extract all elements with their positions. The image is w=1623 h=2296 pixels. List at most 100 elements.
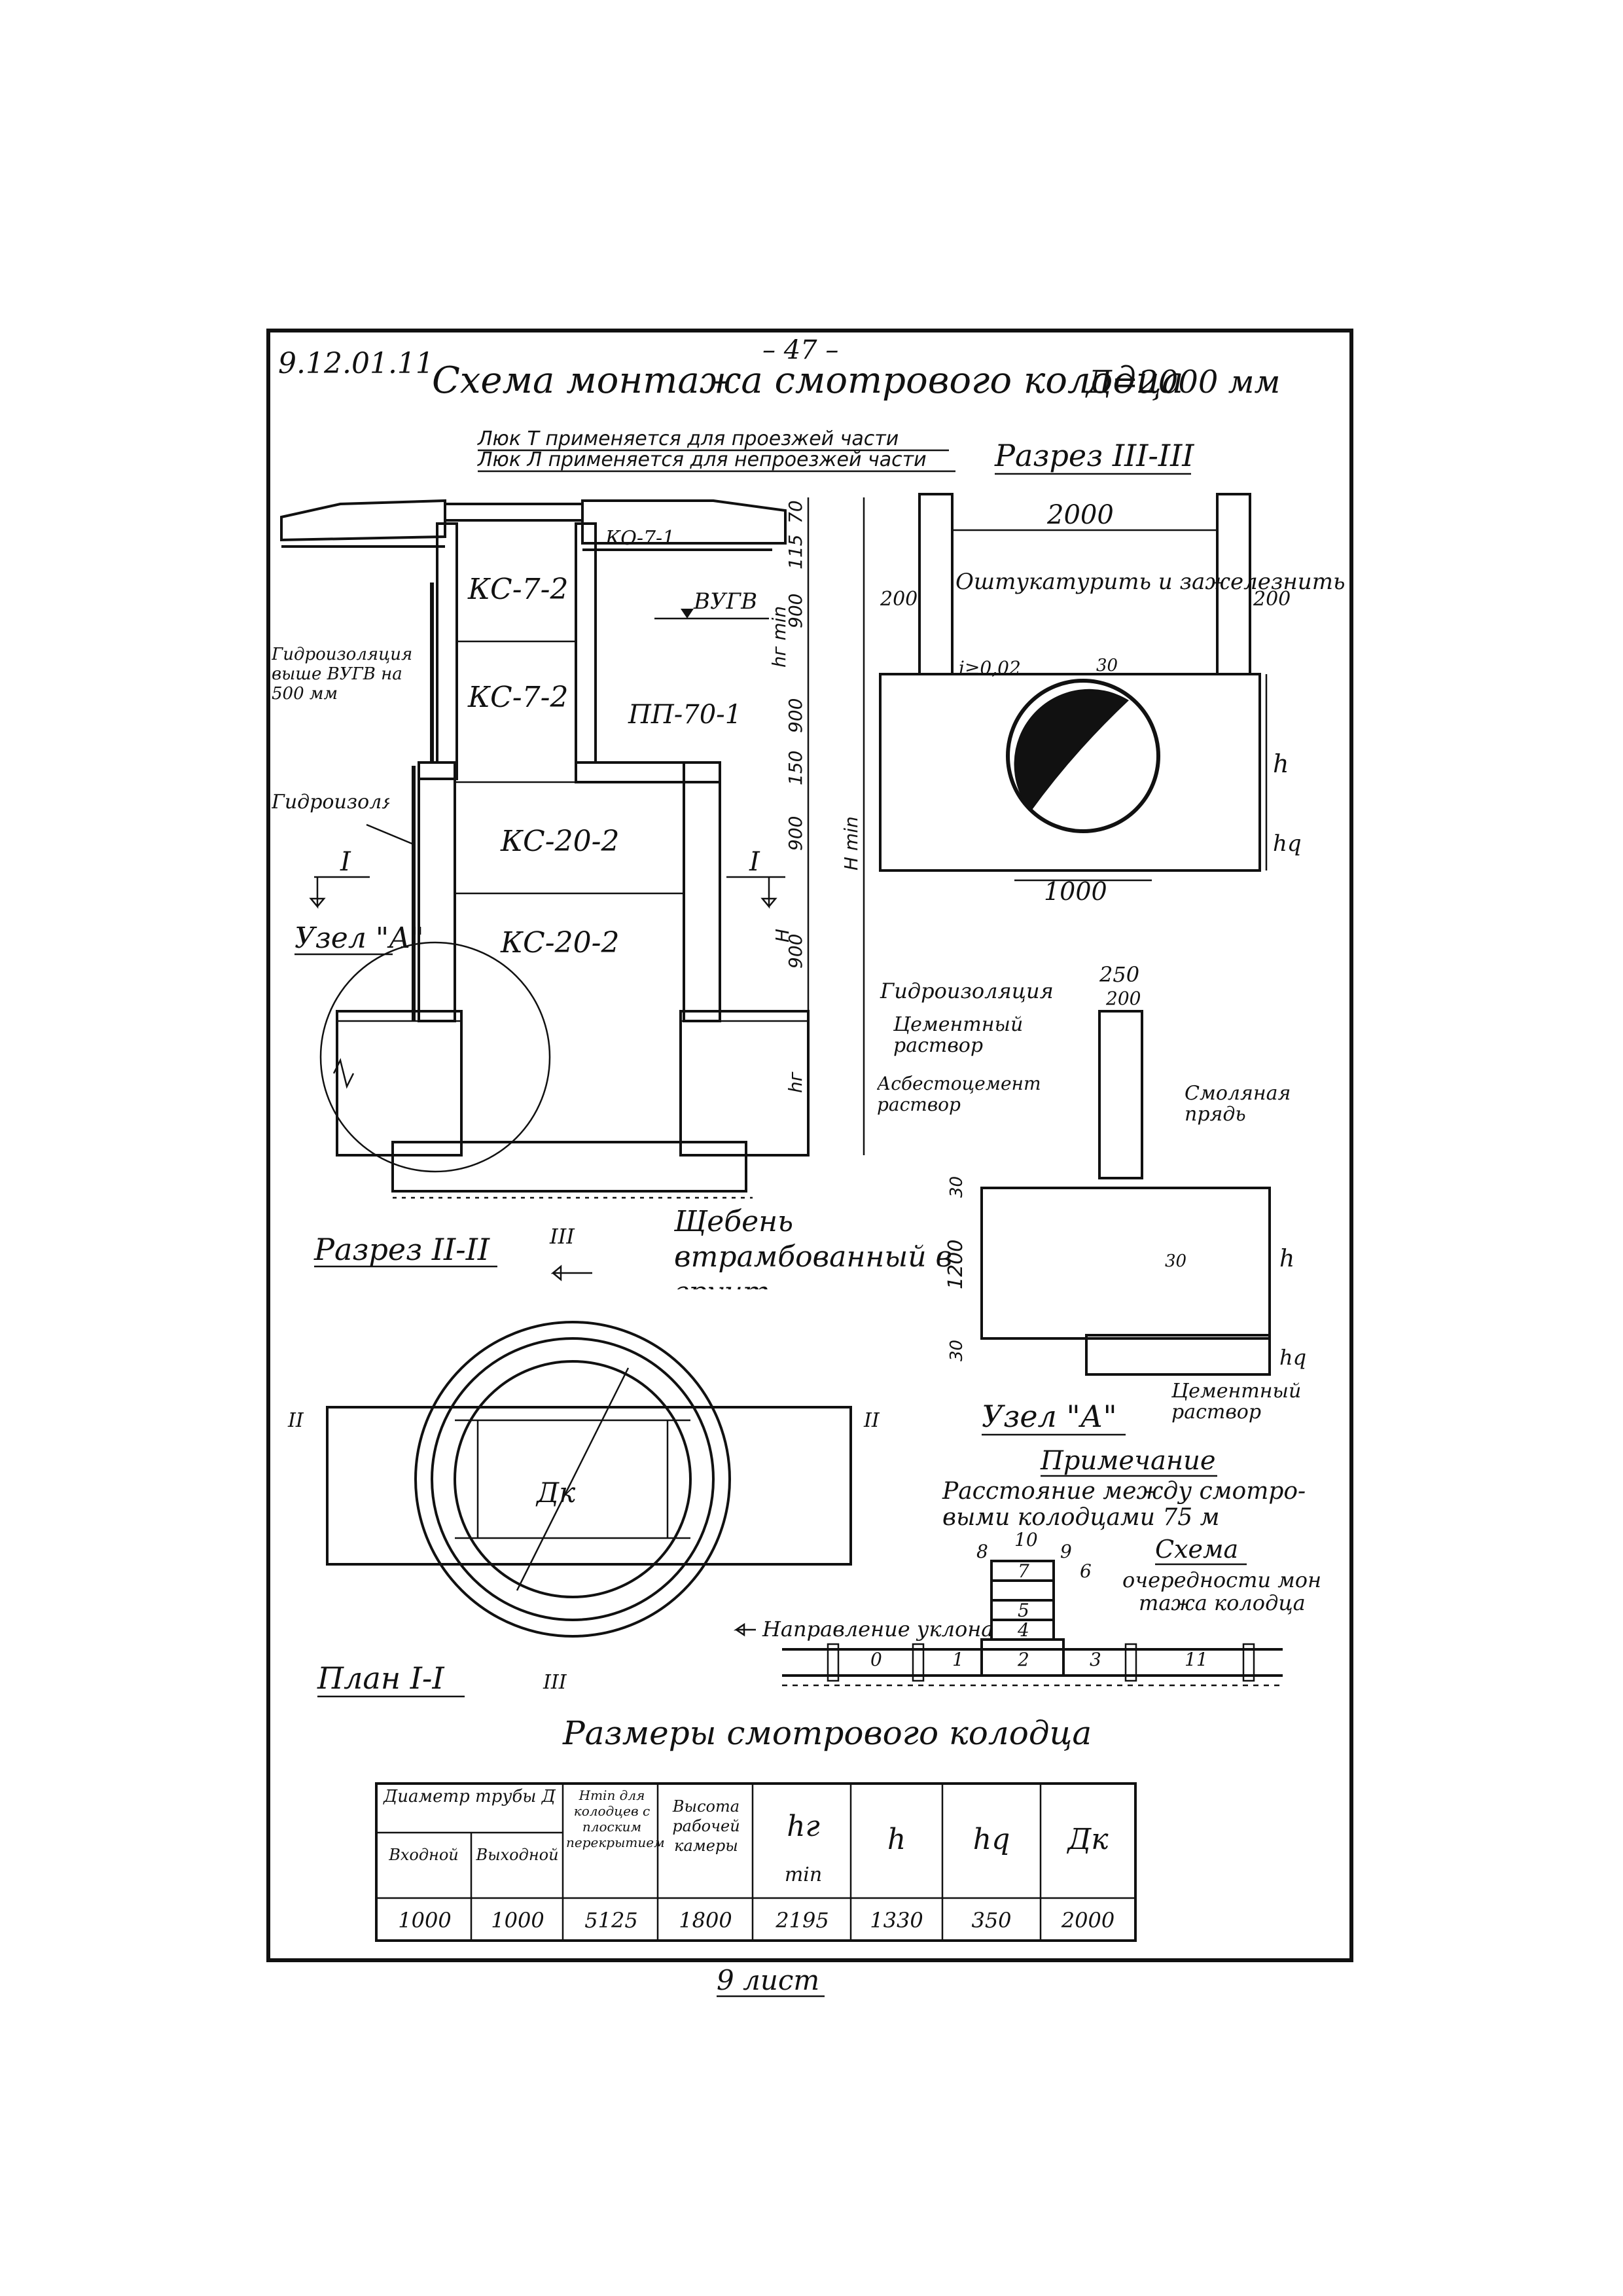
sec3-pipe-shadow xyxy=(1014,689,1129,812)
dim-900b: 900 xyxy=(785,698,806,733)
diameter-label: Д=2000 мм xyxy=(1085,364,1280,401)
cover-plate xyxy=(418,761,721,783)
sec3-base xyxy=(879,673,1261,872)
plan-wall-ring xyxy=(431,1337,715,1621)
node-a-waterproof: Гидроизоляция xyxy=(880,978,1054,1003)
node-a-dim-1200: 1200 xyxy=(944,1240,967,1289)
sec3-plaster-note-a: Оштукатурить и зажелезнить xyxy=(955,569,1345,595)
node-a-wall xyxy=(1098,1010,1143,1179)
scheme-num-3: 3 xyxy=(1090,1649,1101,1670)
th-in: Входной xyxy=(389,1846,459,1864)
plan-mark-left: II xyxy=(287,1409,304,1432)
th-hmin: Hmin для колодцев с плоским перекрытием xyxy=(566,1787,665,1850)
node-a-dim-30b: 30 xyxy=(947,1340,967,1361)
waterproof-lower-text: Гидроизоляция xyxy=(272,792,389,814)
node-a-pipe xyxy=(980,1187,1271,1340)
neck-wall-right xyxy=(575,522,597,764)
plan-mark-right: II xyxy=(863,1409,880,1432)
td-h: 1330 xyxy=(870,1908,923,1933)
sec3-width: 2000 xyxy=(1046,500,1114,530)
node-a-base xyxy=(1085,1334,1271,1376)
scheme-num-4: 4 xyxy=(1017,1619,1029,1641)
sec3-pipe xyxy=(1006,679,1160,833)
dim-hr-min: hг min xyxy=(768,606,790,668)
shaft-wall-right xyxy=(683,761,721,1022)
node-a-dim-30c: 30 xyxy=(1165,1251,1186,1271)
scheme-num-9: 9 xyxy=(1060,1541,1072,1562)
node-a-cement-top: Цементный раствор xyxy=(893,1014,1024,1057)
dim-150: 150 xyxy=(785,751,806,785)
node-a-dim-250: 250 xyxy=(1099,962,1139,987)
sec3-angle: 30 xyxy=(1096,656,1118,675)
node-a-resin: Смоляная прядь xyxy=(1185,1083,1291,1126)
hatch-note-2: Люк Л применяется для непроезжей части xyxy=(477,448,927,471)
sec3-h: h xyxy=(1273,749,1289,778)
scheme-num-10: 10 xyxy=(1014,1529,1038,1551)
node-a-asbestos-group: Асбестоцементный раствор xyxy=(877,1073,1041,1115)
page-number: – 47 – xyxy=(762,335,838,365)
node-a-circle xyxy=(319,941,551,1173)
node-a: 250 200 Гидроизоляция Цементный раствор … xyxy=(877,962,1306,1436)
base-slab xyxy=(391,1141,747,1193)
td-hq: 350 xyxy=(971,1908,1012,1933)
table-overlay: Диаметр трубы Д Входной Выходной Hmin дл… xyxy=(376,1784,1135,1941)
node-a-h: h xyxy=(1279,1246,1294,1272)
sheet-title: Схема монтажа смотрового колодца xyxy=(432,359,1183,402)
section-mark-right: I xyxy=(749,847,760,877)
scheme-num-1: 1 xyxy=(952,1649,964,1670)
table-title: Размеры смотрового колодца xyxy=(562,1714,1092,1752)
node-a-label: Узел "А" xyxy=(294,922,424,955)
dim-h: H xyxy=(772,929,793,942)
td-in: 1000 xyxy=(398,1908,452,1933)
dimensions-table: Размеры смотрового колодца xyxy=(375,1714,1137,1942)
scheme-title: Схема xyxy=(1155,1535,1238,1564)
main-section: КС-7-2 КС-7-2 КС-20-2 КС-20-2 ПП-70-1 КО… xyxy=(272,497,953,1289)
td-chamber: 1800 xyxy=(679,1908,732,1933)
th-out: Выходной xyxy=(476,1846,559,1864)
waterproof-upper-text: Гидроизоляция выше ВУГВ на 500 мм xyxy=(272,645,413,704)
scheme-num-2: 2 xyxy=(1017,1649,1029,1670)
sheet-frame xyxy=(266,329,1353,1962)
sheet-footer: 9 лист xyxy=(717,1964,819,1996)
sec3-bottom-width: 1000 xyxy=(1044,877,1107,906)
scheme-sub-1: очередности мон xyxy=(1122,1568,1321,1592)
dim-hmin: H min xyxy=(840,816,862,870)
plan-title: План I-I xyxy=(317,1660,444,1696)
plan-outer-ring xyxy=(414,1321,731,1638)
neck-wall-left xyxy=(436,522,458,764)
sec3-wall-left xyxy=(918,493,954,675)
sec3-wall-right-dim: 200 xyxy=(1253,588,1291,611)
td-hmin: 5125 xyxy=(584,1908,638,1933)
ring-label-3: КС-20-2 xyxy=(500,825,619,858)
ring-label-1: КС-7-2 xyxy=(467,573,568,606)
node-a-hq: hq xyxy=(1279,1345,1306,1370)
plan-view: Дк II II III План I-I xyxy=(287,1321,880,1698)
th-dk: Дк xyxy=(1067,1823,1109,1856)
scheme-num-0: 0 xyxy=(870,1649,882,1670)
note-text-2: выми колодцами 75 м xyxy=(942,1504,1220,1531)
note-title: Примечание xyxy=(1040,1446,1216,1476)
dim-900c: 900 xyxy=(785,816,806,851)
ground-fill xyxy=(280,499,446,542)
ring-label-4: КС-20-2 xyxy=(500,926,619,960)
node-a-cement-bottom-group: Цементный раствор xyxy=(1171,1381,1301,1423)
th-h: h xyxy=(887,1823,906,1856)
plan-mark-bottom: III xyxy=(543,1671,567,1694)
scheme-num-7: 7 xyxy=(1018,1560,1029,1582)
note-text-1: Расстояние между смотро- xyxy=(942,1478,1306,1505)
plan-pipe xyxy=(326,1406,852,1566)
node-a-dim-200: 200 xyxy=(1105,988,1141,1009)
node-a-title: Узел "А" xyxy=(982,1399,1117,1434)
gwl-label: ВУГВ xyxy=(693,588,757,615)
waterproof-lower-label: Гидроизоляция xyxy=(272,792,389,814)
scheme-num-8: 8 xyxy=(976,1541,988,1562)
slope-direction: Направление уклона xyxy=(762,1617,993,1641)
th-hr-sub: min xyxy=(784,1863,823,1886)
th-chamber: Высота рабочей камеры xyxy=(672,1797,740,1855)
gravel-label: Щебень втрамбованный в грунт xyxy=(674,1205,953,1289)
dim-70: 70 xyxy=(785,500,806,524)
install-scheme: Схема очередности мон тажа колодца Напра… xyxy=(733,1529,1321,1687)
section-mark-left: I xyxy=(340,847,351,877)
hatch-cover xyxy=(444,503,584,522)
